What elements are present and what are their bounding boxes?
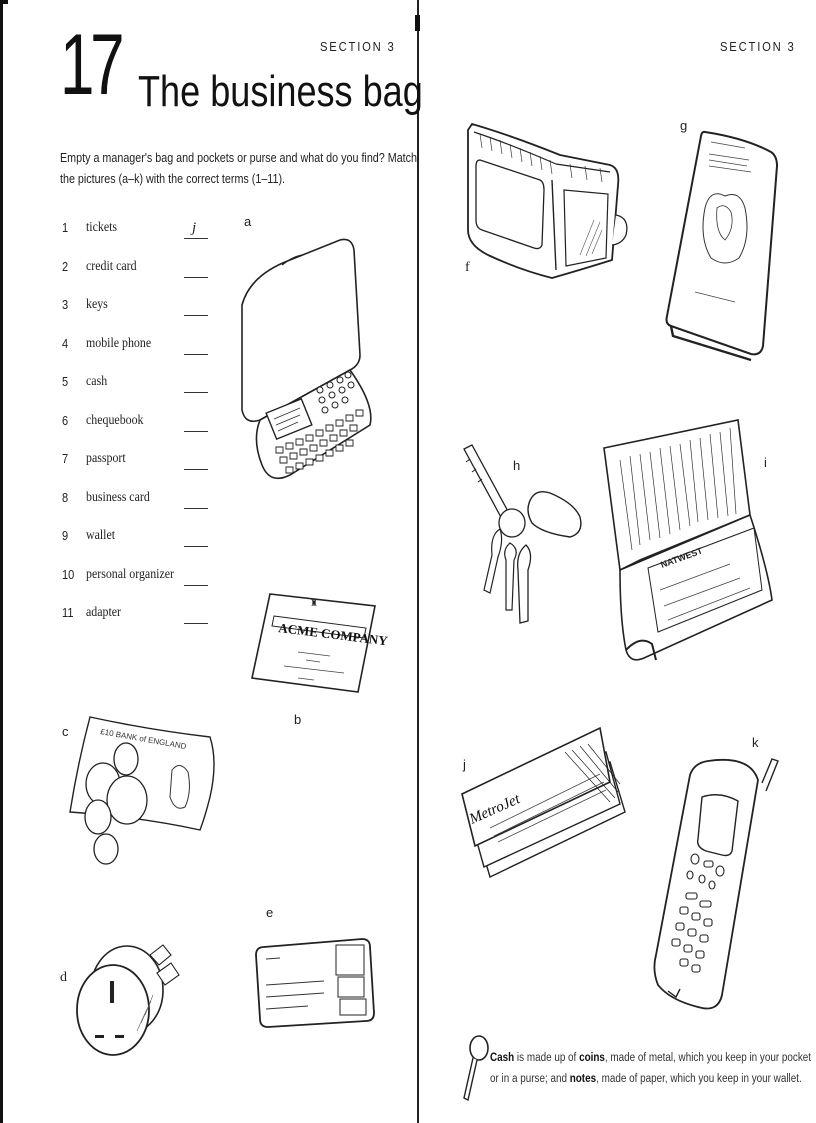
term-label: passport [86, 451, 126, 466]
picture-label-h: h [513, 458, 521, 473]
section-label-right: SECTION 3 [720, 40, 796, 54]
term-number: 2 [62, 258, 69, 274]
chapter-number: 17 [60, 17, 125, 113]
svg-text:♜: ♜ [310, 598, 318, 608]
term-row: 2 credit card [62, 259, 222, 298]
tip-line-1: Cash is made up of coins, made of metal,… [490, 1052, 812, 1064]
answer-blank[interactable] [184, 430, 208, 432]
cash-illustration: £10 BANK of ENGLAND [60, 712, 220, 872]
term-answer[interactable]: j [192, 220, 197, 236]
term-number: 8 [62, 489, 69, 505]
tip-line-2: or in a purse; and notes, made of paper,… [490, 1073, 802, 1085]
term-number: 7 [62, 451, 69, 466]
answer-blank[interactable] [184, 469, 208, 470]
term-row: 8 business card [62, 490, 222, 529]
term-label: personal organizer [86, 566, 175, 582]
picture-label-j: j [463, 757, 466, 772]
term-number: 4 [62, 335, 69, 351]
magnifying-glass-icon [462, 1034, 490, 1104]
term-number: 10 [62, 566, 75, 582]
page-left-edge [0, 0, 3, 1123]
term-number: 1 [62, 220, 69, 235]
term-label: mobile phone [86, 335, 152, 351]
mobile-phone-illustration [650, 755, 780, 1015]
tickets-illustration: MetroJet [460, 722, 640, 897]
chequebook-illustration: NATWEST [600, 420, 780, 670]
page-gutter-mark [415, 15, 420, 31]
term-label: keys [86, 297, 108, 312]
term-row: 3 keys [62, 297, 222, 336]
term-label: chequebook [86, 412, 144, 428]
term-label: tickets [86, 220, 118, 235]
picture-label-a: a [244, 214, 252, 229]
page-gutter-divider [417, 0, 419, 1123]
picture-label-f: f [465, 260, 470, 275]
term-row: 10 personal organizer [62, 567, 222, 606]
answer-blank[interactable] [184, 276, 208, 278]
terms-list: 1 tickets j 2 credit card 3 keys 4 mobil… [62, 220, 222, 644]
keys-illustration [462, 445, 587, 620]
term-label: credit card [86, 258, 137, 274]
instructions-line-2: the pictures (a–k) with the correct term… [60, 172, 286, 186]
term-number: 11 [62, 605, 74, 620]
picture-label-b: b [294, 712, 302, 727]
term-number: 5 [62, 374, 69, 389]
business-card-illustration: ACME COMPANY ♜ [250, 590, 389, 695]
term-row: 4 mobile phone [62, 336, 222, 375]
passport-illustration [665, 128, 780, 358]
answer-blank[interactable] [184, 315, 208, 316]
term-label: adapter [86, 605, 122, 620]
answer-blank[interactable] [184, 507, 208, 509]
picture-label-i: i [764, 455, 767, 470]
term-row: 11 adapter [62, 605, 222, 644]
term-number: 9 [62, 528, 69, 543]
term-number: 3 [62, 297, 69, 312]
answer-blank[interactable] [184, 584, 208, 586]
page-left-edge-cap [0, 0, 8, 4]
term-label: business card [86, 489, 150, 505]
page-title: The business bag [138, 67, 423, 116]
term-row: 1 tickets j [62, 220, 222, 259]
picture-label-e: e [266, 905, 274, 920]
answer-blank[interactable] [184, 546, 208, 547]
wallet-illustration [460, 120, 640, 290]
adapter-illustration [75, 935, 185, 1055]
credit-card-illustration [252, 935, 377, 1030]
section-label-left: SECTION 3 [320, 40, 396, 54]
answer-blank[interactable] [184, 623, 208, 624]
answer-blank[interactable] [184, 238, 208, 239]
instructions-line-1: Empty a manager's bag and pockets or pur… [60, 151, 418, 165]
answer-blank[interactable] [184, 353, 208, 355]
picture-label-g: g [680, 118, 688, 133]
picture-label-k: k [752, 735, 759, 750]
term-number: 6 [62, 412, 69, 428]
term-row: 6 chequebook [62, 413, 222, 452]
tip-note: Cash is made up of coins, made of metal,… [490, 1048, 812, 1090]
picture-label-c: c [62, 724, 69, 739]
picture-label-d: d [60, 970, 67, 985]
term-row: 5 cash [62, 374, 222, 413]
term-row: 9 wallet [62, 528, 222, 567]
instructions: Empty a manager's bag and pockets or pur… [60, 148, 418, 190]
answer-blank[interactable] [184, 392, 208, 393]
personal-organizer-illustration [230, 235, 380, 485]
term-label: wallet [86, 528, 116, 543]
term-row: 7 passport [62, 451, 222, 490]
term-label: cash [86, 374, 108, 389]
